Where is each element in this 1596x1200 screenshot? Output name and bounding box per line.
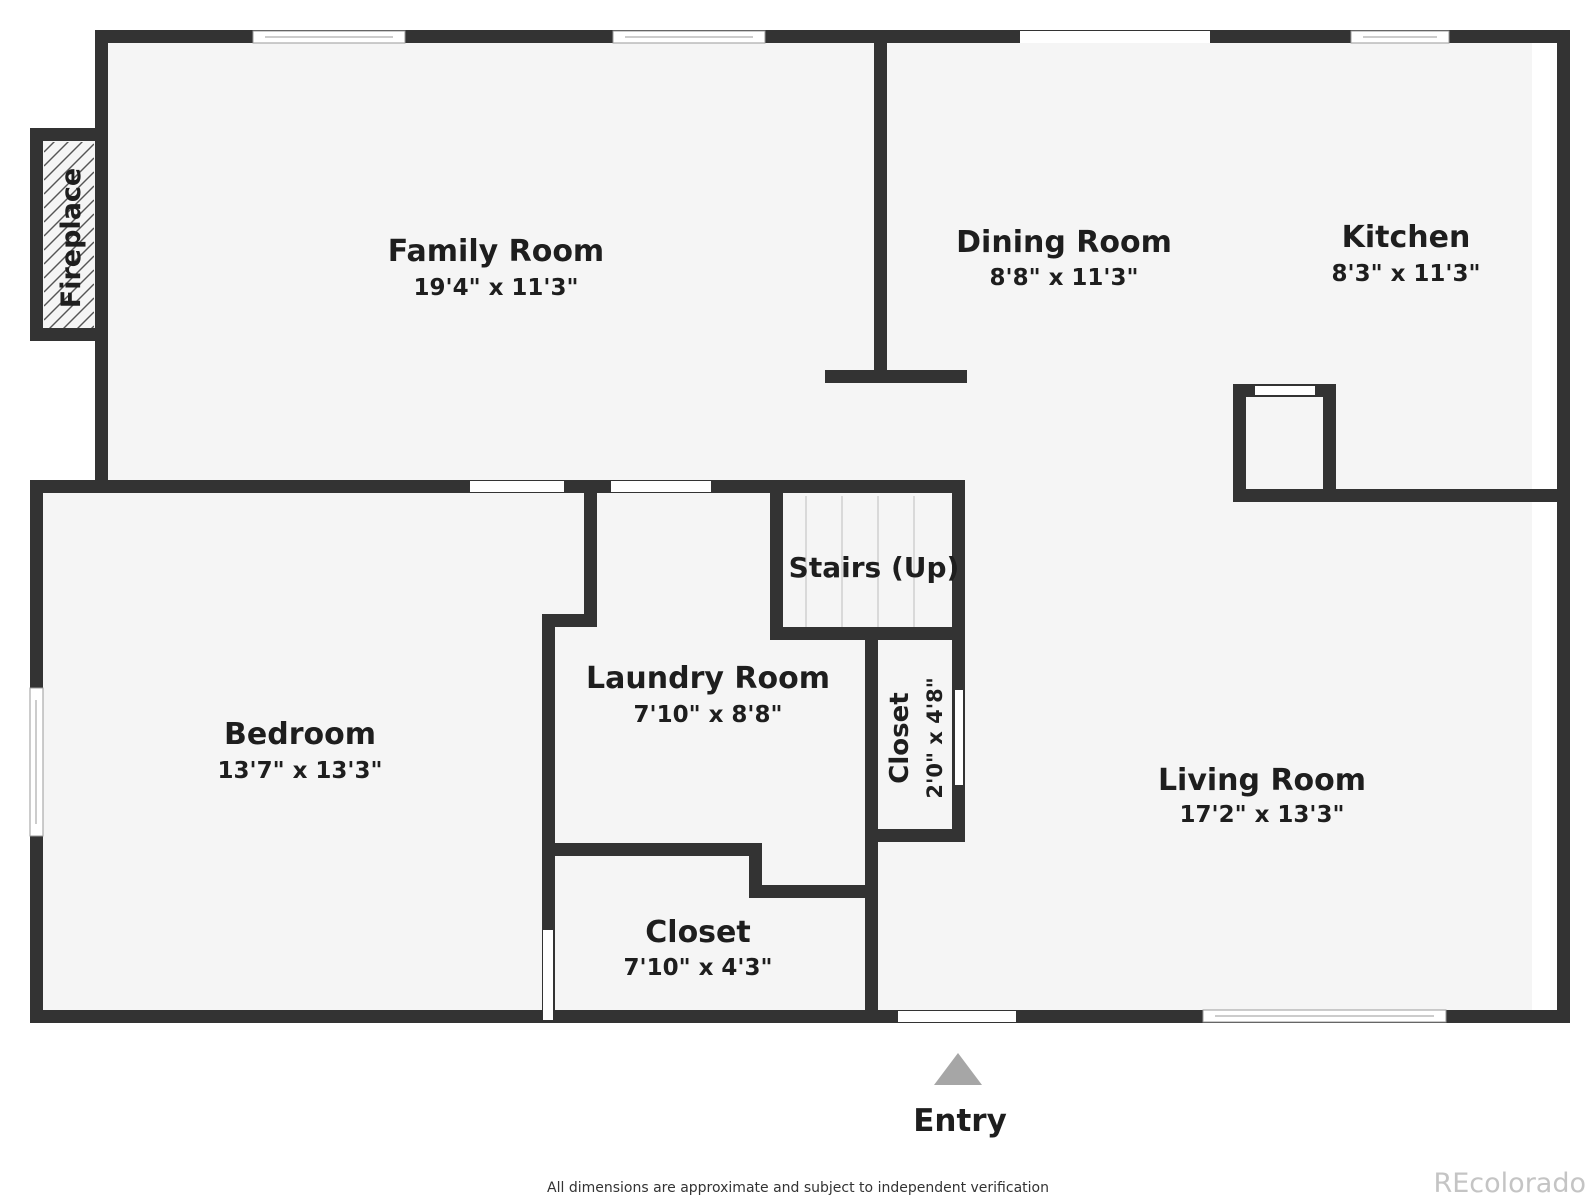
door-openings <box>470 31 1315 1022</box>
bedroom-name: Bedroom <box>224 717 376 752</box>
living-room-name: Living Room <box>1158 763 1366 798</box>
floor-fills <box>36 36 1532 1016</box>
laundry-room-name: Laundry Room <box>586 661 830 696</box>
windows <box>29 30 1450 1023</box>
recolorado-watermark: REcolorado <box>1433 1168 1586 1199</box>
bedroom-dimensions: 13'7" x 13'3" <box>218 758 383 784</box>
closet-lower-name: Closet <box>645 915 750 950</box>
disclaimer-text: All dimensions are approximate and subje… <box>547 1180 1049 1196</box>
kitchen-dimensions: 8'3" x 11'3" <box>1332 261 1481 287</box>
closet-lower-dimensions: 7'10" x 4'3" <box>624 955 773 981</box>
dining-room-dimensions: 8'8" x 11'3" <box>990 265 1139 291</box>
family-room-name: Family Room <box>388 234 604 269</box>
entry-arrow-icon <box>934 1053 982 1085</box>
fireplace-name: Fireplace <box>56 168 87 308</box>
laundry-room-dimensions: 7'10" x 8'8" <box>634 702 783 728</box>
living-room-dimensions: 17'2" x 13'3" <box>1180 802 1345 828</box>
kitchen-name: Kitchen <box>1342 220 1471 255</box>
stairs-name: Stairs (Up) <box>789 551 960 584</box>
fireplace-hatch <box>44 142 94 332</box>
closet-small-name: Closet <box>885 692 915 783</box>
closet-small-dimensions: 2'0" x 4'8" <box>923 677 947 798</box>
entry-label: Entry <box>913 1103 1007 1139</box>
stairs-treads <box>805 496 915 628</box>
dining-room-name: Dining Room <box>956 225 1172 260</box>
family-room-dimensions: 19'4" x 11'3" <box>414 275 579 301</box>
